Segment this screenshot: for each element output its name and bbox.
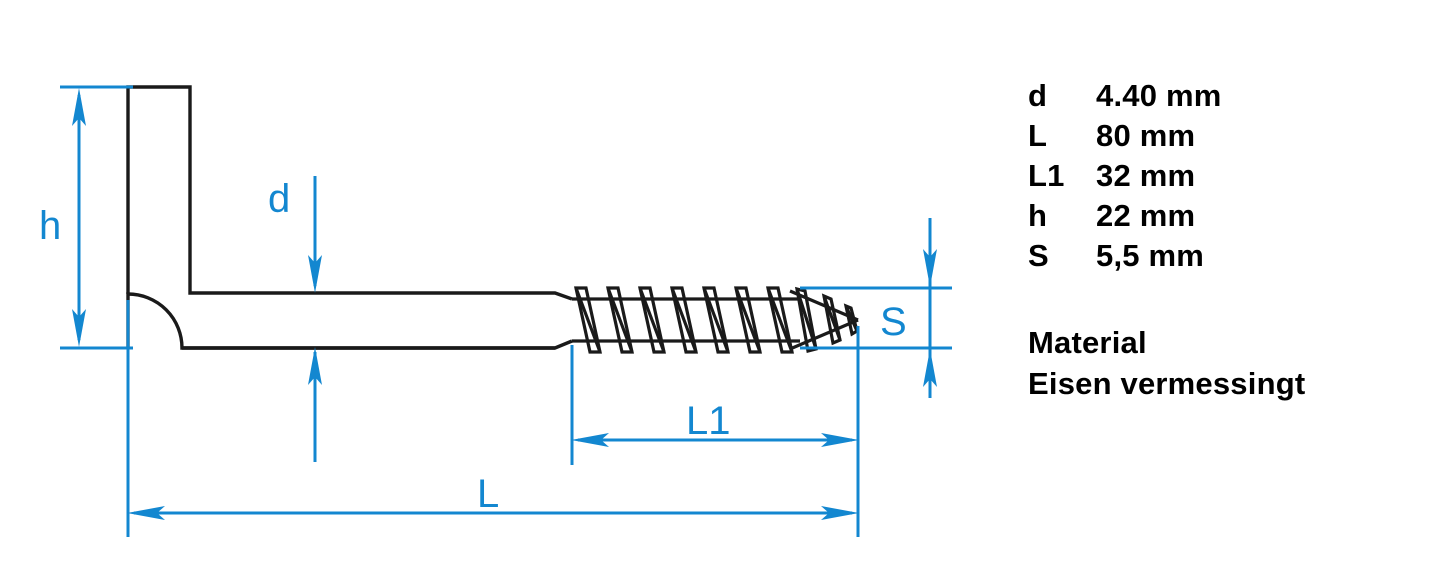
h-arrow-down	[72, 309, 86, 347]
S-arrow-up	[923, 349, 937, 387]
h-arrow-up	[72, 88, 86, 126]
L1-arrow-right	[821, 433, 859, 447]
dimension-d	[308, 176, 322, 462]
dimension-L1	[570, 326, 860, 465]
dimension-label-h: h	[39, 204, 61, 248]
spec-row: S 5,5 mm	[1028, 238, 1428, 278]
thread-turn-group-cylindrical	[574, 286, 794, 354]
spec-symbol: S	[1028, 238, 1049, 273]
dimension-L	[126, 300, 860, 537]
material-value: Eisen vermessingt	[1028, 366, 1306, 401]
material-block: Material Eisen vermessingt	[1028, 322, 1428, 404]
spec-row: L1 32 mm	[1028, 158, 1428, 198]
dimension-h	[60, 85, 133, 350]
spec-symbol: L	[1028, 118, 1048, 153]
spec-value: 5,5 mm	[1096, 238, 1205, 273]
dimension-label-L: L	[477, 472, 499, 516]
L-arrow-left	[127, 506, 165, 520]
dimension-label-d: d	[268, 177, 290, 221]
spec-row: L 80 mm	[1028, 118, 1428, 158]
screw-thread	[572, 286, 859, 354]
S-arrow-down	[923, 249, 937, 287]
material-heading: Material	[1028, 325, 1147, 360]
specification-table: d 4.40 mm L 80 mm L1 32 mm h 22 mm S 5,5…	[1028, 78, 1428, 278]
spec-value: 32 mm	[1096, 158, 1196, 193]
spec-row: d 4.40 mm	[1028, 78, 1428, 118]
spec-value: 22 mm	[1096, 198, 1196, 233]
spec-symbol: L1	[1028, 158, 1065, 193]
spec-symbol: d	[1028, 78, 1048, 113]
L1-arrow-left	[571, 433, 609, 447]
hook-outline	[126, 85, 573, 350]
spec-row: h 22 mm	[1028, 198, 1428, 238]
d-arrow-down	[308, 255, 322, 293]
thread-turn-group-tapered	[794, 286, 859, 353]
L-arrow-right	[821, 506, 859, 520]
spec-symbol: h	[1028, 198, 1048, 233]
dimension-label-L1: L1	[686, 399, 731, 443]
d-arrow-up	[308, 347, 322, 385]
dimension-S	[800, 218, 952, 398]
dimension-label-S: S	[880, 300, 907, 344]
spec-value: 80 mm	[1096, 118, 1196, 153]
spec-value: 4.40 mm	[1096, 78, 1222, 113]
